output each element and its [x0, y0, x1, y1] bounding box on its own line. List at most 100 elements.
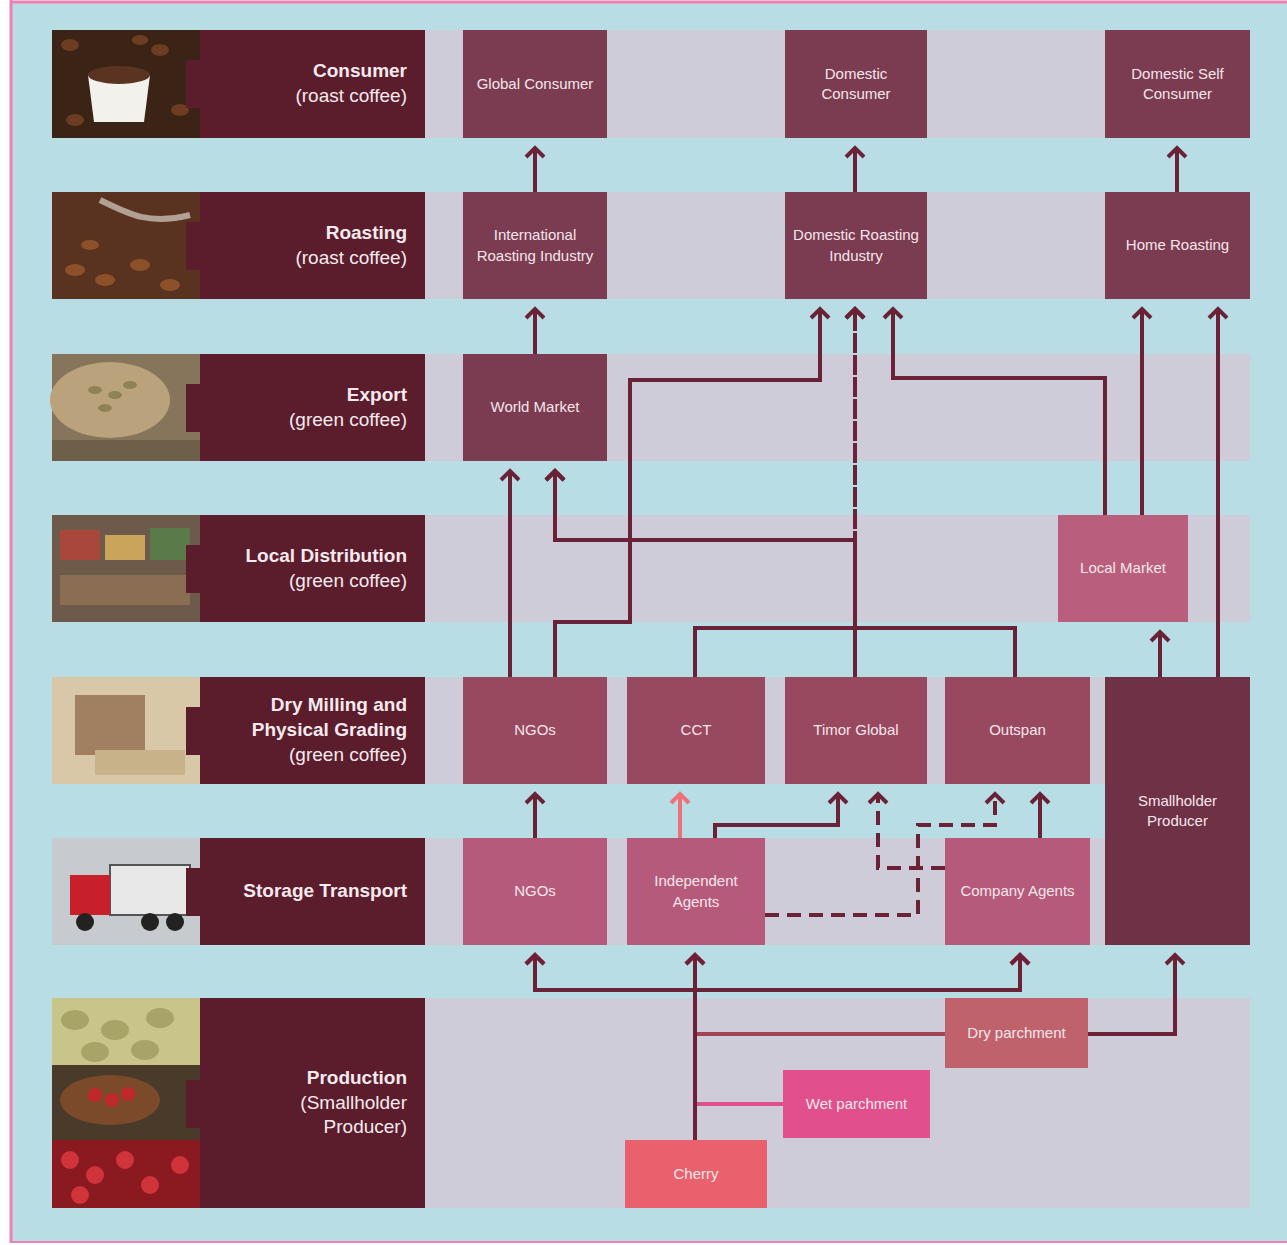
flow-connector — [869, 794, 945, 868]
connector-line — [715, 794, 838, 838]
row-label: Storage Transport — [200, 838, 425, 945]
connector-line — [1038, 794, 1042, 838]
row-title: Local Distribution — [246, 544, 408, 569]
arrow-head — [869, 794, 887, 803]
stage-box: Cherry — [625, 1140, 767, 1208]
stage-box: Wet parchment — [783, 1070, 930, 1138]
arrow-head — [884, 309, 902, 318]
flow-connector — [695, 309, 864, 677]
connector-line — [1140, 309, 1144, 515]
box-label: International Roasting Industry — [471, 225, 599, 266]
stage-box: NGOs — [463, 677, 607, 784]
arrow-head — [526, 148, 544, 157]
flow-connector — [1133, 309, 1151, 515]
flow-connector — [526, 309, 544, 354]
arrow-head — [1209, 309, 1227, 318]
arrow-head — [526, 309, 544, 318]
arrow-head — [846, 309, 864, 318]
flow-connector — [686, 955, 945, 1034]
arrow-head — [986, 794, 1004, 803]
connector-line — [1158, 632, 1162, 677]
arrow-head — [846, 148, 864, 157]
stage-box: Domestic Roasting Industry — [785, 192, 927, 299]
row-title: Storage Transport — [243, 879, 407, 904]
flow-connector — [846, 148, 864, 192]
flow-connector — [546, 471, 1015, 677]
box-label: Independent Agents — [635, 871, 757, 912]
arrow-head — [671, 794, 689, 803]
stage-box: Outspan — [945, 677, 1090, 784]
box-label: Wet parchment — [806, 1094, 907, 1114]
flow-connector — [546, 471, 855, 677]
connector-line — [535, 955, 783, 1104]
flow-connector — [1168, 148, 1186, 192]
connector-line — [555, 471, 1015, 677]
box-label: CCT — [681, 720, 712, 740]
box-label: NGOs — [514, 881, 556, 901]
stage-box: Global Consumer — [463, 30, 607, 138]
box-label: Local Market — [1080, 558, 1166, 578]
flow-connector — [686, 955, 783, 1104]
arrow-head — [526, 794, 544, 803]
connector-line — [855, 309, 1015, 677]
arrow-head — [1031, 794, 1049, 803]
arrow-head — [1168, 148, 1186, 157]
row-subtitle: (roast coffee) — [295, 246, 407, 271]
row-label: Roasting(roast coffee) — [200, 192, 425, 299]
flow-connector — [1088, 955, 1184, 1034]
box-label: Company Agents — [960, 881, 1074, 901]
arrow-head — [1011, 955, 1029, 964]
connector-line — [878, 794, 945, 868]
connector-line — [533, 148, 537, 192]
flow-connector — [715, 794, 847, 838]
stage-box: Independent Agents — [627, 838, 765, 945]
stage-box: World Market — [463, 354, 607, 461]
connector-line — [853, 148, 857, 192]
arrow-head — [686, 955, 704, 964]
flow-connector — [671, 794, 689, 838]
box-label: Home Roasting — [1126, 235, 1229, 255]
box-label: Global Consumer — [477, 74, 594, 94]
stage-box: Smallholder Producer — [1105, 677, 1250, 945]
connector-line — [893, 309, 1105, 515]
stage-box: Home Roasting — [1105, 192, 1250, 299]
row-subtitle: (green coffee) — [289, 569, 407, 594]
flow-connector — [546, 471, 855, 677]
row-label: Local Distribution(green coffee) — [200, 515, 425, 622]
box-label: NGOs — [514, 720, 556, 740]
box-label: Domestic Roasting Industry — [793, 225, 919, 266]
box-label: World Market — [491, 397, 580, 417]
connector-line — [535, 955, 945, 1034]
stage-box: Domestic Self Consumer — [1105, 30, 1250, 138]
connector-line — [695, 955, 783, 1104]
stage-box: Dry parchment — [945, 998, 1088, 1068]
stage-box: Timor Global — [785, 677, 927, 784]
row-label: Consumer(roast coffee) — [200, 30, 425, 138]
row-subtitle: (Smallholder Producer) — [230, 1091, 407, 1140]
box-label: Dry parchment — [967, 1023, 1065, 1043]
connector-line — [535, 955, 695, 1140]
arrow-head — [526, 955, 544, 964]
connector-line — [533, 794, 537, 838]
connector-line — [555, 471, 855, 677]
box-label: Domestic Consumer — [793, 64, 919, 105]
stage-box: CCT — [627, 677, 765, 784]
stage-box: NGOs — [463, 838, 607, 945]
row-title: Export — [347, 383, 407, 408]
flow-connector — [526, 148, 544, 192]
arrow-head — [1133, 309, 1151, 318]
row-label: Export(green coffee) — [200, 354, 425, 461]
flow-connector — [526, 955, 783, 1104]
arrow-head — [501, 471, 519, 480]
row-title: Roasting — [326, 221, 407, 246]
connector-line — [1175, 148, 1179, 192]
box-label: Smallholder Producer — [1113, 791, 1242, 832]
arrow-head — [846, 309, 864, 318]
box-label: Outspan — [989, 720, 1046, 740]
connector-line — [1216, 309, 1220, 677]
arrow-head — [1151, 632, 1169, 641]
flow-connector — [526, 955, 695, 1140]
box-label: Cherry — [673, 1164, 718, 1184]
